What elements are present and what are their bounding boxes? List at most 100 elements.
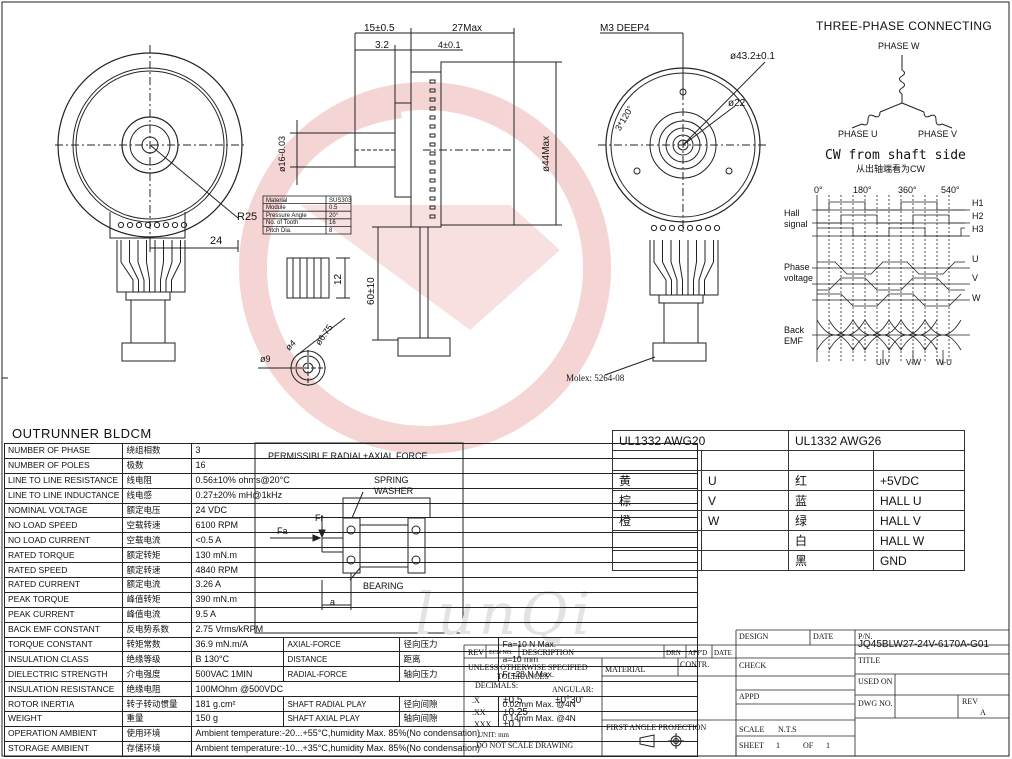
- spec-cell: 空载转速: [122, 517, 193, 534]
- dim-43-2: ø43.2±0.1: [730, 51, 775, 62]
- waveform-grid: [812, 195, 970, 365]
- spec-cell: 额定转矩: [122, 547, 193, 564]
- tb-ang-val: ±0°30': [555, 695, 584, 706]
- spec-cell: DISTANCE: [283, 651, 401, 668]
- tb-tolerances: TOLERANCES: [497, 672, 549, 681]
- dim-15: 15±0.5: [364, 23, 395, 34]
- phase-w-line-label: W: [972, 293, 981, 303]
- phase-w-label: PHASE W: [878, 41, 920, 51]
- tb-noscale: DO NOT SCALE DRAWING: [476, 741, 574, 750]
- spec-cell: RATED SPEED: [3, 562, 124, 579]
- spec-cell: 线电感: [122, 487, 193, 504]
- spec-cell: TORQUE CONSTANT: [3, 636, 124, 653]
- spec-cell: 额定电压: [122, 502, 193, 519]
- wire-cell: 白: [788, 530, 874, 551]
- wire-cell: [612, 530, 702, 551]
- spec-cell: 500VAC 1MIN: [191, 666, 285, 683]
- hall-h2-label: H2: [972, 211, 984, 221]
- spec-cell: 线电阻: [122, 472, 193, 489]
- spec-cell: 额定电流: [122, 577, 193, 593]
- spec-cell: 径向压力: [399, 636, 500, 653]
- spec-cell: NO LOAD CURRENT: [3, 532, 124, 549]
- spec-cell: NO LOAD SPEED: [3, 517, 124, 534]
- spec-cell: 重量: [122, 711, 193, 727]
- tb-material: MATERIAL: [605, 665, 646, 674]
- wire-cell: [788, 450, 874, 471]
- spec-cell: 使用环境: [122, 725, 193, 742]
- dim-44: ø44Max: [541, 135, 552, 172]
- hall-h3-label: H3: [972, 224, 984, 234]
- wire-cell: +5VDC: [873, 470, 965, 491]
- gear-cell: No. of Tooth: [266, 220, 299, 227]
- tb-rev-val: A: [980, 708, 986, 717]
- wire-cell: 蓝: [788, 490, 874, 511]
- gear-cell: Material: [266, 197, 288, 204]
- gear-cell: SUS303: [329, 197, 352, 204]
- spec-cell: SHAFT RADIAL PLAY: [283, 696, 401, 713]
- wire-cell: 棕: [612, 490, 702, 511]
- phase-v-line-label: V: [972, 273, 979, 283]
- wire-cell: [701, 450, 789, 471]
- tb-sheet: SHEET: [739, 741, 764, 750]
- dim-24: 24: [210, 235, 223, 247]
- tb-tol-xxx: .XXX: [472, 720, 492, 729]
- tb-design: DESIGN: [739, 632, 769, 641]
- phase-voltage-label: Phase voltage: [784, 262, 814, 283]
- dim-16: ø16-0.03: [277, 135, 287, 172]
- tb-date: DATE: [714, 649, 732, 657]
- spec-cell: B 130°C: [191, 651, 285, 668]
- spring-label: SPRING: [374, 475, 409, 485]
- spec-cell: 介电强度: [122, 666, 193, 683]
- fa-label: Fa: [277, 526, 288, 536]
- phase-u-label: PHASE U: [838, 129, 878, 139]
- part-number: JQ45BLW27-24V-6170A-G01: [858, 639, 990, 650]
- spec-cell: OPERATION AMBIENT: [3, 725, 124, 742]
- spec-cell: PEAK TORQUE: [3, 591, 124, 608]
- tb-dwg-no: DWG NO.: [858, 699, 893, 708]
- spec-cell: 存储环境: [122, 740, 193, 757]
- spec-cell: 极数: [122, 457, 193, 474]
- wire-cell: [701, 530, 789, 551]
- spec-cell: BACK EMF CONSTANT: [3, 621, 124, 638]
- tb-desc: DESCRIPTION: [522, 648, 575, 657]
- tb-tol-x: .X: [472, 696, 480, 705]
- tb-rev2: REV: [962, 697, 978, 706]
- spec-title: OUTRUNNER BLDCM: [12, 426, 152, 441]
- tb-first-angle: FIRST ANGLE PROJECTION: [606, 723, 707, 732]
- spec-cell: NUMBER OF PHASE: [3, 443, 124, 459]
- tb-scale: SCALE: [739, 725, 765, 734]
- tb-check: CHECK: [739, 661, 767, 670]
- three-phase-title: THREE-PHASE CONNECTING: [816, 19, 992, 33]
- gear-cell: Pressure Angle: [266, 212, 307, 219]
- gear-views: [258, 257, 350, 386]
- tb-tol-xxx-val: ±0.1: [503, 719, 523, 730]
- dim-12: 12: [333, 273, 344, 285]
- spec-cell: 转子转动惯量: [122, 696, 193, 713]
- tb-date2: DATE: [813, 632, 834, 641]
- spec-cell: 转矩常数: [122, 636, 193, 653]
- gear-cell: 0.5: [329, 205, 338, 212]
- spec-cell: 390 mN.m: [191, 591, 699, 608]
- watermark-logo: [239, 82, 611, 454]
- dim-4: 4±0.1: [438, 40, 461, 50]
- tb-unless: UNLESS OTHERWISE SPECIFIED: [468, 663, 588, 672]
- wire-cell: HALL V: [873, 510, 965, 531]
- tb-scale-val: N.T.S: [778, 725, 797, 734]
